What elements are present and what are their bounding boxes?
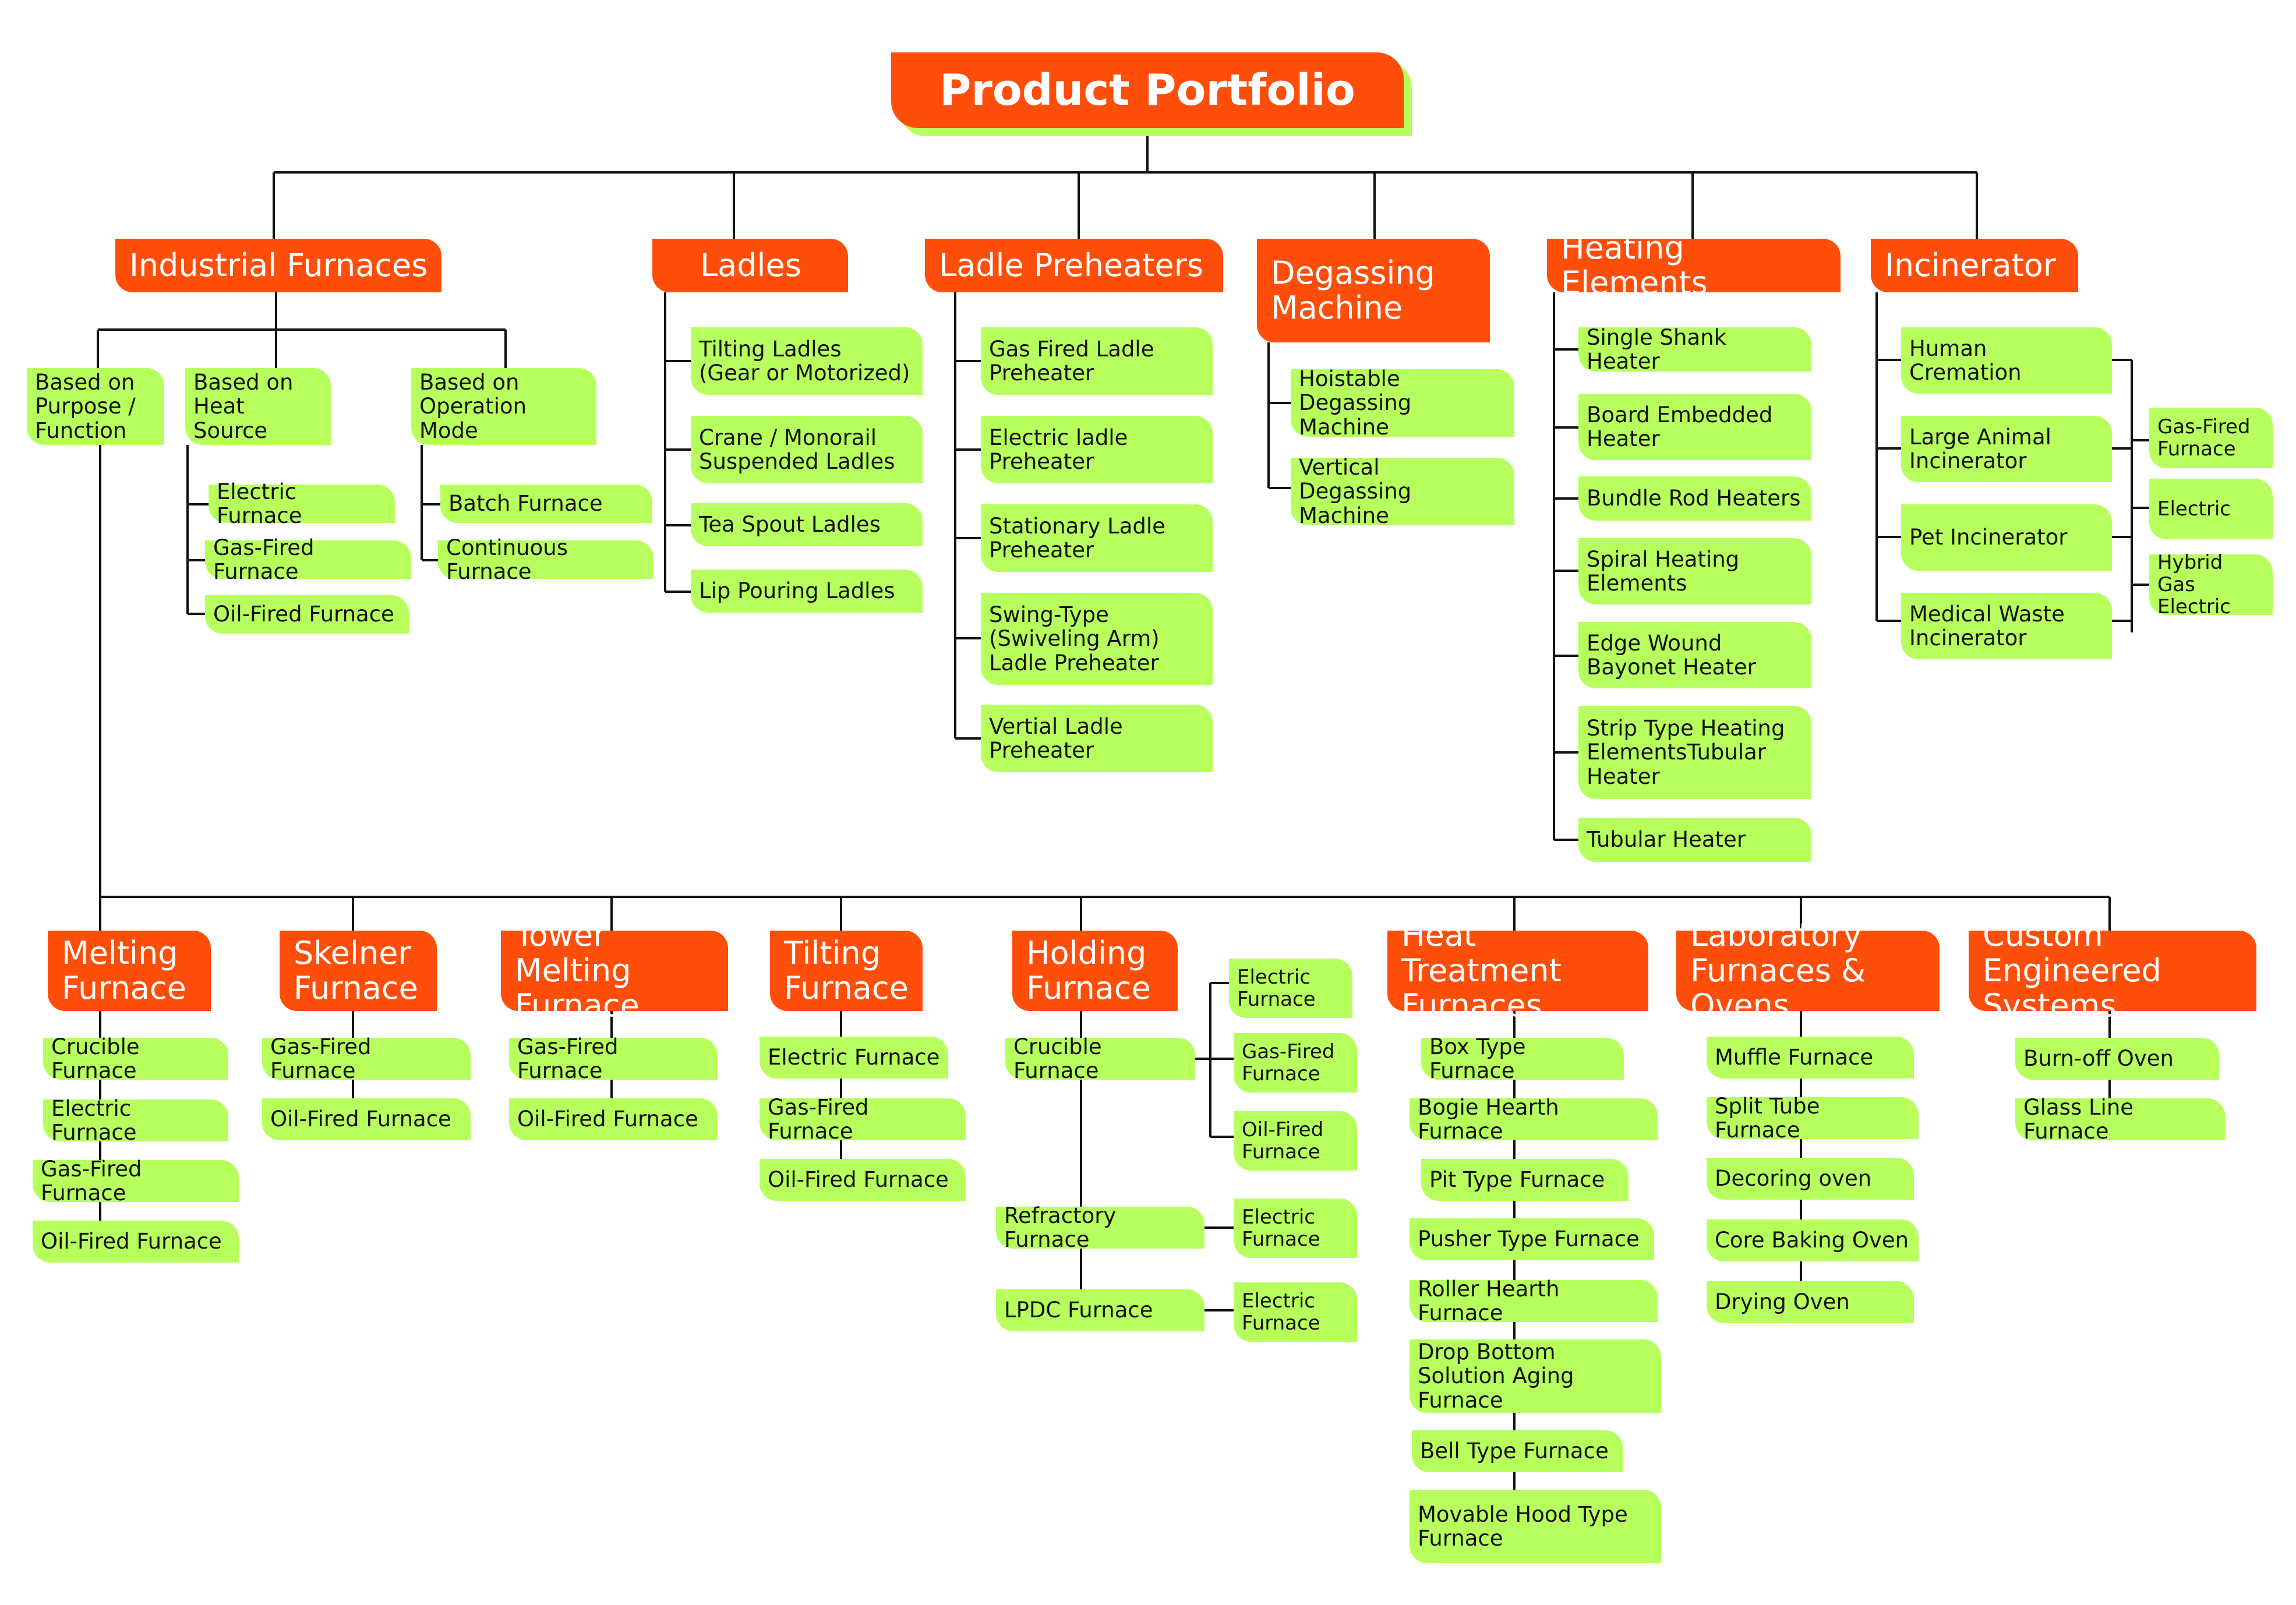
incinerator-fuel-item: Hybrid Gas Electric [2149,552,2273,618]
incinerator-fuel-item: Gas-Fired Furnace [2149,408,2273,468]
holding-fuel-item: Electric Furnace [1234,1199,1357,1258]
ladles-item: Lip Pouring Ladles [691,570,923,613]
ladle-preheater-item: Electric ladle Preheater [981,416,1213,483]
tilting-item: Electric Furnace [760,1037,948,1079]
heating-element-item: Bundle Rod Heaters [1578,476,1811,521]
tilting-item: Oil-Fired Furnace [760,1159,966,1201]
heat-treatment-item: Movable Hood Type Furnace [1410,1490,1661,1563]
skelner-item: Gas-Fired Furnace [262,1034,471,1083]
group-based-on-operation-mode: Based on Operation Mode [411,368,596,445]
holding-fuel-item: Oil-Fired Furnace [1234,1111,1357,1171]
purpose-category-skelner: Skelner Furnace [280,931,437,1011]
operation-mode-item: Batch Furnace [440,485,652,523]
degassing-item: Hoistable Degassing Machine [1291,367,1514,439]
heat-treatment-item: Bell Type Furnace [1412,1430,1623,1472]
category-industrial-furnaces: Industrial Furnaces [115,239,441,292]
ladle-preheater-item: Vertial Ladle Preheater [981,705,1213,772]
purpose-category-laboratory: Laboratory Furnaces & Ovens [1676,918,1940,1023]
holding-fuel-item: Electric Furnace [1234,1282,1357,1342]
purpose-category-tilting: Tilting Furnace [770,931,923,1011]
holding-item: Refractory Furnace [996,1203,1204,1252]
holding-fuel-item: Gas-Fired Furnace [1234,1033,1357,1093]
ladle-preheater-item: Gas Fired Ladle Preheater [981,327,1213,395]
purpose-category-heat-treatment: Heat Treatment Furnaces [1387,918,1648,1023]
heat-treatment-item: Pit Type Furnace [1421,1159,1629,1201]
heating-element-item: Edge Wound Bayonet Heater [1578,622,1811,688]
ladle-preheater-item: Swing-Type (Swiveling Arm) Ladle Preheat… [981,593,1213,685]
purpose-category-melting: Melting Furnace [48,931,211,1011]
laboratory-item: Split Tube Furnace [1707,1094,1919,1142]
melting-item: Crucible Furnace [43,1034,228,1083]
heat-treatment-item: Bogie Hearth Furnace [1410,1095,1658,1143]
heat-treatment-item: Roller Hearth Furnace [1410,1277,1658,1325]
holding-item: Crucible Furnace [1005,1034,1195,1083]
melting-item: Gas-Fired Furnace [33,1157,239,1205]
skelner-item: Oil-Fired Furnace [262,1098,471,1140]
degassing-item: Vertical Degassing Machine [1291,455,1514,528]
purpose-category-holding: Holding Furnace [1012,931,1178,1011]
heat-treatment-item: Box Type Furnace [1421,1034,1624,1083]
holding-fuel-item: Electric Furnace [1229,959,1352,1018]
incinerator-item: Human Cremation [1901,327,2112,394]
melting-item: Oil-Fired Furnace [33,1221,239,1263]
heat-source-item: Electric Furnace [209,479,395,528]
category-ladles: Ladles [652,239,848,292]
laboratory-item: Drying Oven [1707,1281,1914,1323]
incinerator-item: Large Animal Incinerator [1901,416,2112,482]
holding-item: LPDC Furnace [996,1289,1204,1331]
category-degassing-machine: Degassing Machine [1257,239,1490,342]
purpose-category-tower-melting: Tower Melting Furnace [501,918,728,1023]
category-heating-elements: Heating Elements [1547,230,1841,301]
tower-melting-item: Oil-Fired Furnace [509,1098,718,1140]
incinerator-fuel-item: Electric [2149,479,2273,539]
heat-treatment-item: Drop Bottom Solution Aging Furnace [1410,1339,1661,1413]
custom-item: Burn-off Oven [2015,1038,2219,1080]
laboratory-item: Muffle Furnace [1707,1037,1914,1079]
laboratory-item: Decoring oven [1707,1158,1914,1200]
group-based-on-purpose: Based on Purpose / Function [27,368,164,445]
purpose-category-custom: Custom Engineered Systems [1969,918,2256,1023]
incinerator-item: Medical Waste Incinerator [1901,593,2112,659]
custom-item: Glass Line Furnace [2015,1095,2225,1143]
category-incinerator: Incinerator [1871,239,2078,292]
tower-melting-item: Gas-Fired Furnace [509,1034,718,1083]
diagram-title: Product Portfolio [891,52,1404,128]
heating-element-item: Board Embedded Heater [1578,394,1811,460]
ladles-item: Crane / Monorail Suspended Ladles [691,416,923,483]
heating-element-item: Single Shank Heater [1578,325,1811,373]
ladles-item: Tilting Ladles (Gear or Motorized) [691,327,923,395]
ladle-preheater-item: Stationary Ladle Preheater [981,504,1213,572]
heat-source-item: Oil-Fired Furnace [205,595,409,634]
laboratory-item: Core Baking Oven [1707,1219,1919,1261]
operation-mode-item: Continuous Furnace [438,535,654,584]
tilting-item: Gas-Fired Furnace [760,1095,966,1143]
heating-element-item: Strip Type Heating ElementsTubular Heate… [1578,706,1811,799]
heating-element-item: Tubular Heater [1578,818,1811,862]
melting-item: Electric Furnace [43,1096,228,1144]
group-based-on-heat-source: Based on Heat Source [185,368,331,445]
heat-source-item: Gas-Fired Furnace [205,535,411,584]
incinerator-item: Pet Incinerator [1901,504,2112,571]
category-ladle-preheaters: Ladle Preheaters [925,239,1223,292]
heat-treatment-item: Pusher Type Furnace [1410,1218,1654,1260]
ladles-item: Tea Spout Ladles [691,503,923,546]
heating-element-item: Spiral Heating Elements [1578,538,1811,604]
